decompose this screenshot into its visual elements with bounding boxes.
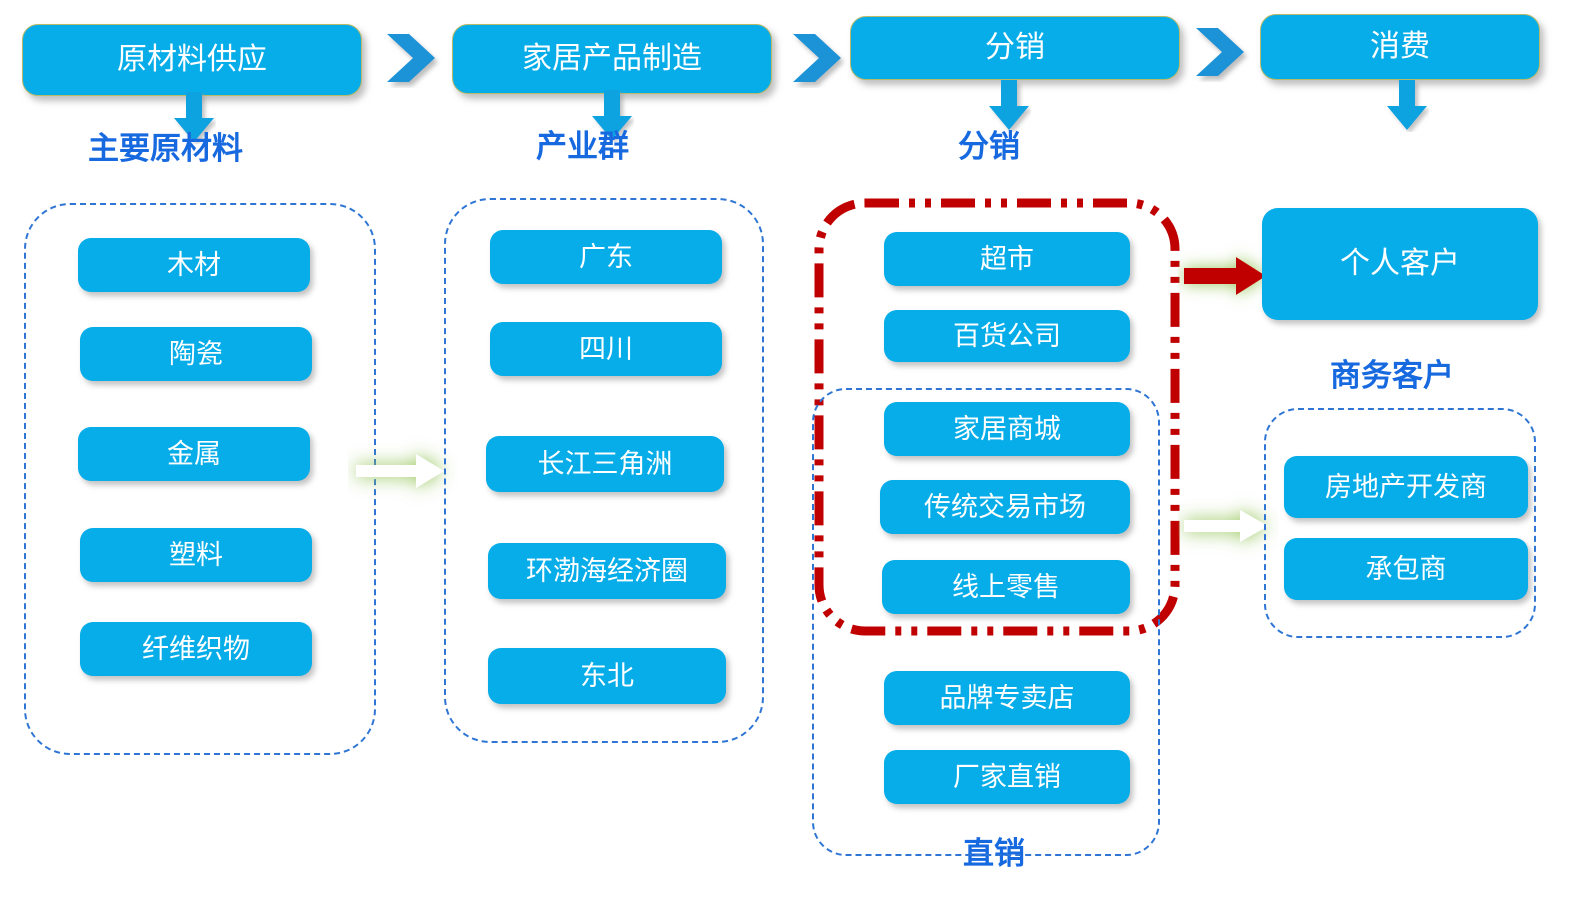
item-department-store[interactable]: 百货公司 bbox=[884, 310, 1130, 362]
item-label: 纤维织物 bbox=[142, 633, 250, 664]
connector-retail-to-business-arrow-icon bbox=[1178, 488, 1278, 569]
chevron-right-icon bbox=[789, 28, 847, 93]
chevron-right-icon bbox=[383, 28, 441, 93]
item-label: 塑料 bbox=[169, 539, 223, 570]
item-label: 四川 bbox=[579, 333, 633, 364]
customer-personal[interactable]: 个人客户 bbox=[1262, 208, 1538, 320]
arrow-down-icon bbox=[590, 90, 634, 147]
customer-label: 个人客户 bbox=[1340, 247, 1460, 280]
caption-direct-sales: 直销 bbox=[963, 836, 1025, 871]
item-brand-specialty-store[interactable]: 品牌专卖店 bbox=[884, 671, 1130, 725]
item-supermarket[interactable]: 超市 bbox=[884, 232, 1130, 286]
stage-box-label: 分销 bbox=[985, 31, 1045, 64]
item-label: 厂家直销 bbox=[953, 761, 1061, 792]
item-label: 东北 bbox=[580, 660, 634, 691]
arrow-down-icon bbox=[172, 92, 216, 149]
item-plastic[interactable]: 塑料 bbox=[80, 528, 312, 582]
item-metal[interactable]: 金属 bbox=[78, 427, 310, 481]
arrow-down-icon bbox=[1385, 80, 1429, 137]
item-sichuan[interactable]: 四川 bbox=[490, 322, 722, 376]
item-wood[interactable]: 木材 bbox=[78, 238, 310, 292]
item-label: 金属 bbox=[167, 438, 221, 469]
item-label: 环渤海经济圈 bbox=[526, 555, 688, 586]
item-label: 线上零售 bbox=[952, 571, 1060, 602]
stage-box-distribution[interactable]: 分销 bbox=[850, 16, 1180, 80]
stage-box-label: 原材料供应 bbox=[117, 43, 267, 76]
caption-distribution: 分销 bbox=[958, 129, 1020, 164]
item-guangdong[interactable]: 广东 bbox=[490, 230, 722, 284]
group-raw-materials bbox=[24, 203, 376, 755]
connector-retail-to-personal-arrow-icon bbox=[1178, 238, 1278, 319]
item-fiber-textile[interactable]: 纤维织物 bbox=[80, 622, 312, 676]
item-ceramics[interactable]: 陶瓷 bbox=[80, 327, 312, 381]
item-label: 木材 bbox=[167, 249, 221, 280]
item-label: 超市 bbox=[980, 243, 1034, 274]
chevron-right-icon bbox=[1192, 22, 1250, 87]
item-label: 长江三角洲 bbox=[537, 448, 673, 479]
item-bohai-economic-rim[interactable]: 环渤海经济圈 bbox=[488, 543, 726, 599]
item-label: 百货公司 bbox=[953, 320, 1061, 351]
stage-box-consumption[interactable]: 消费 bbox=[1260, 14, 1540, 80]
customer-contractor[interactable]: 承包商 bbox=[1284, 538, 1528, 600]
item-northeast[interactable]: 东北 bbox=[488, 648, 726, 704]
caption-main-raw-materials: 主要原材料 bbox=[88, 131, 243, 166]
item-label: 品牌专卖店 bbox=[939, 682, 1075, 713]
item-label: 家居商城 bbox=[953, 413, 1061, 444]
item-label: 传统交易市场 bbox=[924, 491, 1086, 522]
item-factory-direct-sales[interactable]: 厂家直销 bbox=[884, 750, 1130, 804]
stage-box-label: 家居产品制造 bbox=[522, 42, 702, 75]
item-traditional-trade-market[interactable]: 传统交易市场 bbox=[880, 480, 1130, 534]
caption-industry-clusters: 产业群 bbox=[536, 129, 629, 164]
group-industry-clusters bbox=[444, 198, 764, 743]
stage-box-raw-material-supply[interactable]: 原材料供应 bbox=[22, 24, 362, 96]
stage-box-label: 消费 bbox=[1370, 30, 1430, 63]
group-business-customers bbox=[1264, 408, 1536, 638]
item-label: 广东 bbox=[579, 241, 633, 272]
item-online-retail[interactable]: 线上零售 bbox=[882, 560, 1130, 614]
customer-label: 承包商 bbox=[1365, 553, 1447, 584]
caption-business-customers: 商务客户 bbox=[1330, 358, 1454, 393]
stage-box-home-product-manufacturing[interactable]: 家居产品制造 bbox=[452, 24, 772, 94]
group-direct-sales bbox=[812, 388, 1160, 856]
arrow-down-icon bbox=[987, 80, 1031, 137]
customer-real-estate-developer[interactable]: 房地产开发商 bbox=[1284, 456, 1528, 518]
connector-raw-to-cluster-arrow-icon bbox=[348, 432, 458, 515]
customer-label: 房地产开发商 bbox=[1325, 471, 1487, 502]
item-home-mall[interactable]: 家居商城 bbox=[884, 402, 1130, 456]
item-yangtze-river-delta[interactable]: 长江三角洲 bbox=[486, 436, 724, 492]
item-label: 陶瓷 bbox=[169, 338, 223, 369]
